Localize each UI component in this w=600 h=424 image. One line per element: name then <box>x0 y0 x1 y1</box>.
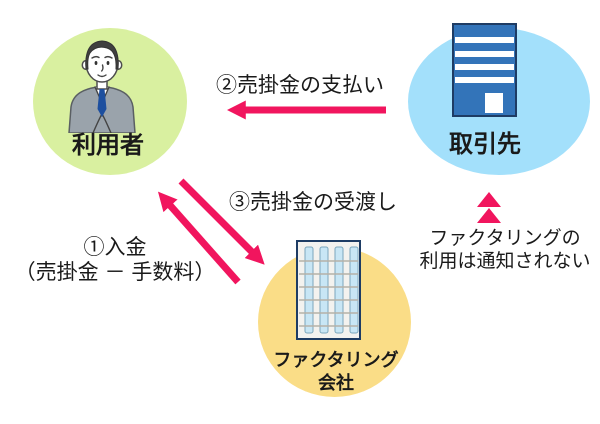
factoring-label: ファクタリング 会社 <box>273 349 398 395</box>
step1-label-line1: ①入金 <box>83 236 147 259</box>
step3-label: ③売掛金の受渡し <box>229 191 397 214</box>
factoring-label-line1: ファクタリング <box>273 350 399 370</box>
step1-label: ①入金 （売掛金 － 手数料） <box>15 235 216 285</box>
office-building-icon <box>452 23 517 117</box>
step2-label: ②売掛金の支払い <box>216 74 384 97</box>
businessman-icon <box>68 40 136 133</box>
user-label: 利用者 <box>72 132 144 159</box>
up-triangle-icon <box>477 192 501 207</box>
notice-line1: ファクタリングの <box>429 228 581 249</box>
notice-text: ファクタリングの 利用は通知されない <box>419 227 590 273</box>
notice-line2: 利用は通知されない <box>419 251 591 272</box>
up-triangle-icon <box>477 208 501 223</box>
client-label: 取引先 <box>449 131 521 158</box>
factoring-label-line2: 会社 <box>318 373 354 393</box>
step1-label-line2: （売掛金 － 手数料） <box>14 261 216 284</box>
highrise-building-icon <box>296 240 361 340</box>
